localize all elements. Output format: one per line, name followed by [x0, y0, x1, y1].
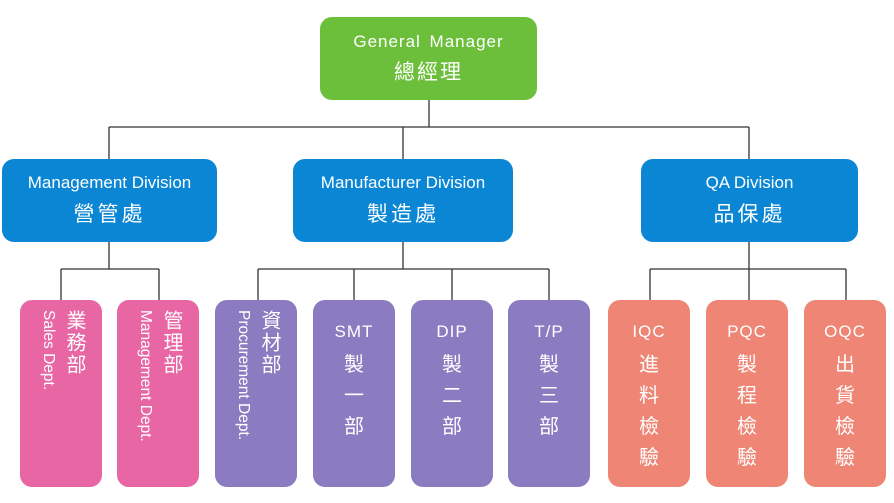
- pqc-dept-code: PQC: [727, 322, 767, 341]
- smt-dept-char: 製: [344, 354, 364, 376]
- smt-dept-char: 部: [344, 416, 364, 438]
- oqc-dept-box: OQC 出 貨 檢 驗: [804, 300, 886, 487]
- tp-dept-char: 三: [539, 385, 559, 407]
- iqc-dept-char: 料: [639, 385, 659, 407]
- dip-dept-char: 製: [442, 354, 462, 376]
- manufacturer-division-box: Manufacturer Division 製造處: [293, 159, 513, 242]
- oqc-dept-char: 驗: [835, 447, 855, 469]
- procurement-dept-en: Procurement Dept.: [235, 310, 252, 441]
- dip-dept-char: 二: [442, 385, 462, 407]
- pqc-dept-char: 驗: [737, 447, 757, 469]
- general-manager-box: General Manager 總經理: [320, 17, 537, 100]
- oqc-dept-char: 貨: [835, 385, 855, 407]
- pqc-dept-char: 檢: [737, 416, 757, 438]
- tp-dept-code: T/P: [534, 322, 564, 341]
- tp-dept-char: 製: [539, 354, 559, 376]
- oqc-dept-char: 檢: [835, 416, 855, 438]
- division-zh: 品保處: [713, 203, 786, 226]
- procurement-dept-box: 資材部 Procurement Dept.: [215, 300, 297, 487]
- tp-dept-char: 部: [539, 416, 559, 438]
- management-dept-zh: 管理部: [160, 310, 182, 376]
- pqc-dept-char: 製: [737, 354, 757, 376]
- division-en: Manufacturer Division: [320, 173, 486, 192]
- oqc-dept-char: 出: [835, 354, 855, 376]
- management-dept-en: Management Dept.: [137, 310, 154, 442]
- pqc-dept-char: 程: [737, 385, 757, 407]
- iqc-dept-char: 檢: [639, 416, 659, 438]
- oqc-dept-code: OQC: [824, 322, 866, 341]
- qa-division-box: QA Division 品保處: [641, 159, 858, 242]
- division-zh: 營管處: [73, 203, 146, 226]
- management-division-box: Management Division 營管處: [2, 159, 217, 242]
- iqc-dept-code: IQC: [632, 322, 666, 341]
- dip-dept-char: 部: [442, 416, 462, 438]
- sales-dept-en: Sales Dept.: [40, 310, 57, 391]
- smt-dept-box: SMT 製 一 部: [313, 300, 395, 487]
- smt-dept-code: SMT: [334, 322, 374, 341]
- general-manager-en: General Manager: [353, 31, 504, 51]
- dip-dept-code: DIP: [436, 322, 468, 341]
- division-en: Management Division: [27, 173, 192, 192]
- general-manager-zh: 總經理: [394, 60, 463, 84]
- iqc-dept-char: 進: [639, 354, 659, 376]
- smt-dept-char: 一: [344, 385, 364, 407]
- pqc-dept-box: PQC 製 程 檢 驗: [706, 300, 788, 487]
- sales-dept-zh: 業務部: [63, 310, 85, 376]
- procurement-dept-zh: 資材部: [258, 310, 280, 376]
- division-zh: 製造處: [367, 203, 439, 226]
- management-dept-box: 管理部 Management Dept.: [117, 300, 199, 487]
- sales-dept-box: 業務部 Sales Dept.: [20, 300, 102, 487]
- dip-dept-box: DIP 製 二 部: [411, 300, 493, 487]
- division-en: QA Division: [705, 173, 794, 192]
- tp-dept-box: T/P 製 三 部: [508, 300, 590, 487]
- iqc-dept-box: IQC 進 料 檢 驗: [608, 300, 690, 487]
- iqc-dept-char: 驗: [639, 447, 659, 469]
